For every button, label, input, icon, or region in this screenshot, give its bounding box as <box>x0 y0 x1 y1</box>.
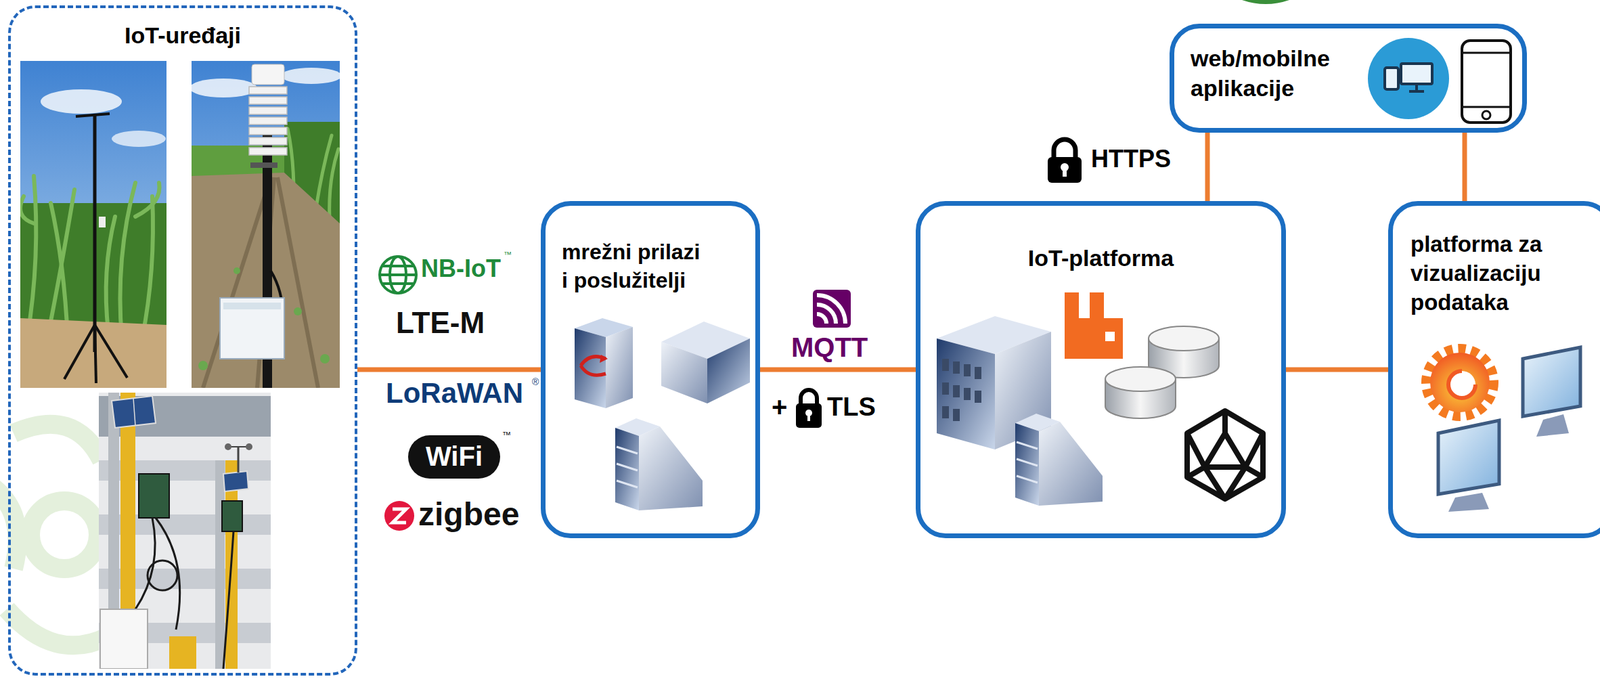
device-group: IoT-uređaji <box>8 5 358 676</box>
connector-line <box>1205 132 1211 202</box>
protocol-label: + <box>771 391 788 423</box>
protocol-label: zigbee <box>418 495 520 533</box>
node-label: web/mobilne aplikacije <box>1190 43 1353 103</box>
connector-line <box>357 367 541 373</box>
process-box: web/mobilne aplikacije <box>1169 23 1527 133</box>
node-label: IoT-platforma <box>1028 242 1174 273</box>
protocol-label: ™ <box>503 250 512 260</box>
node-label: mrežni prilazi i poslužitelji <box>561 238 708 295</box>
protocol-label: LoRaWAN <box>385 376 524 410</box>
process-box: IoT-platforma <box>915 201 1286 539</box>
process-box: platforma za vizualizaciju podataka <box>1388 201 1600 539</box>
protocol-label: TLS <box>827 392 876 423</box>
node-label: IoT-uređaji <box>124 20 241 51</box>
protocol-label: HTTPS <box>1091 144 1171 173</box>
connector-line <box>1462 132 1468 202</box>
connector-line <box>1285 367 1389 373</box>
protocol-label: ® <box>531 376 539 388</box>
protocol-label: NB-IoT <box>420 254 501 283</box>
protocol-label: WiFi <box>408 440 501 472</box>
connector-line <box>760 367 916 373</box>
node-label: platforma za vizualizaciju podataka <box>1410 230 1580 318</box>
protocol-label: MQTT <box>791 331 868 363</box>
protocol-label: LTE-M <box>395 305 485 341</box>
protocol-label: ™ <box>502 430 511 441</box>
process-box: mrežni prilazi i poslužitelji <box>540 201 761 539</box>
